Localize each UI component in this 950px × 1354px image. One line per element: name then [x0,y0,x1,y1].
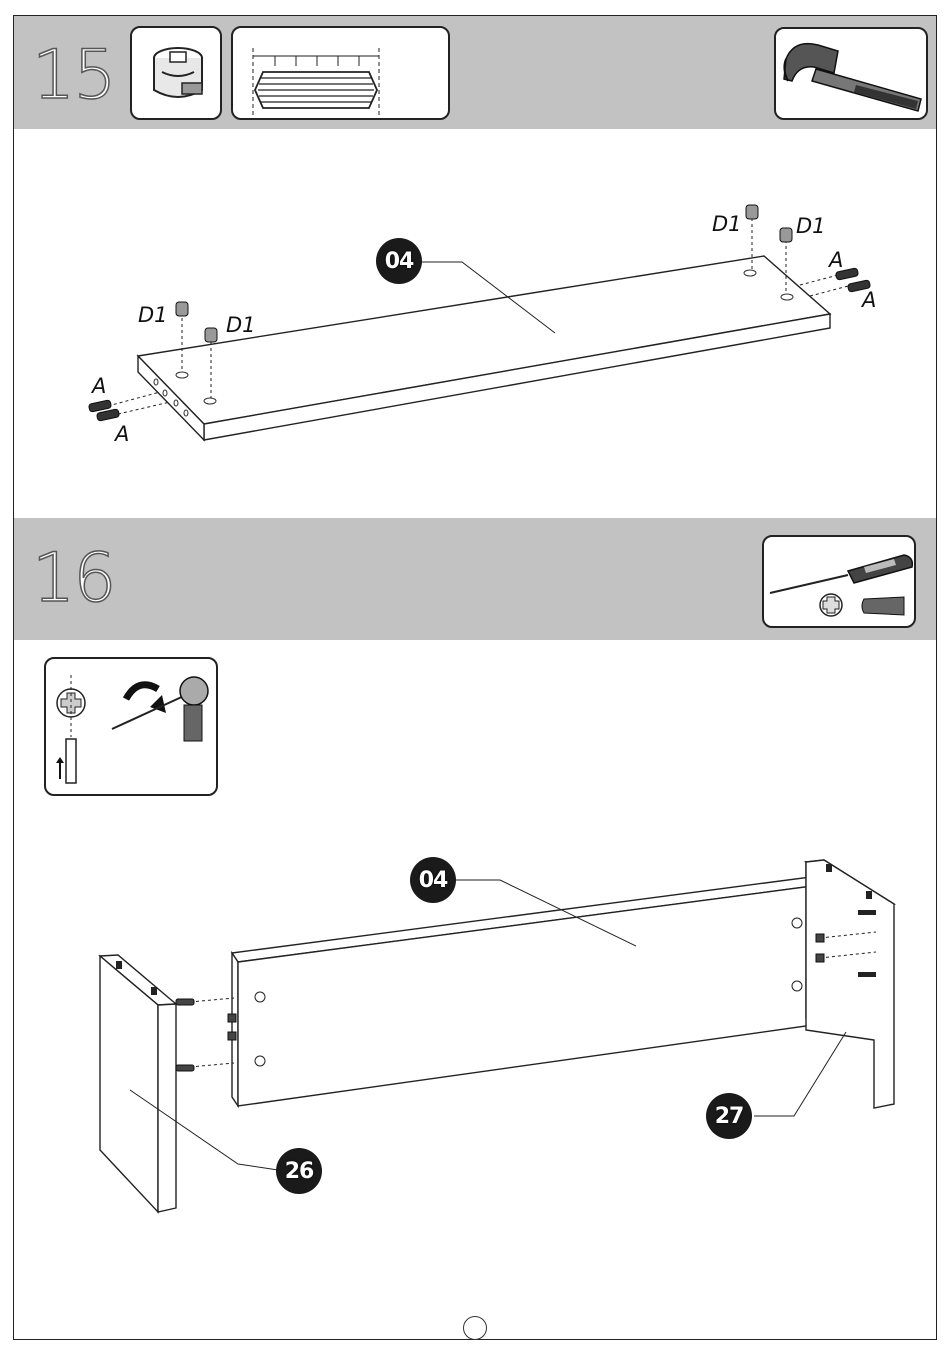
part-callout-27: 27 [706,1093,752,1139]
back-panel-end [232,953,238,1106]
page-number-circle [463,1316,487,1340]
part-callout-04: 04 [410,857,456,903]
left-panel-edge [158,1004,176,1212]
right-panel-face [806,860,894,1108]
part-callout-26: 26 [276,1148,322,1194]
